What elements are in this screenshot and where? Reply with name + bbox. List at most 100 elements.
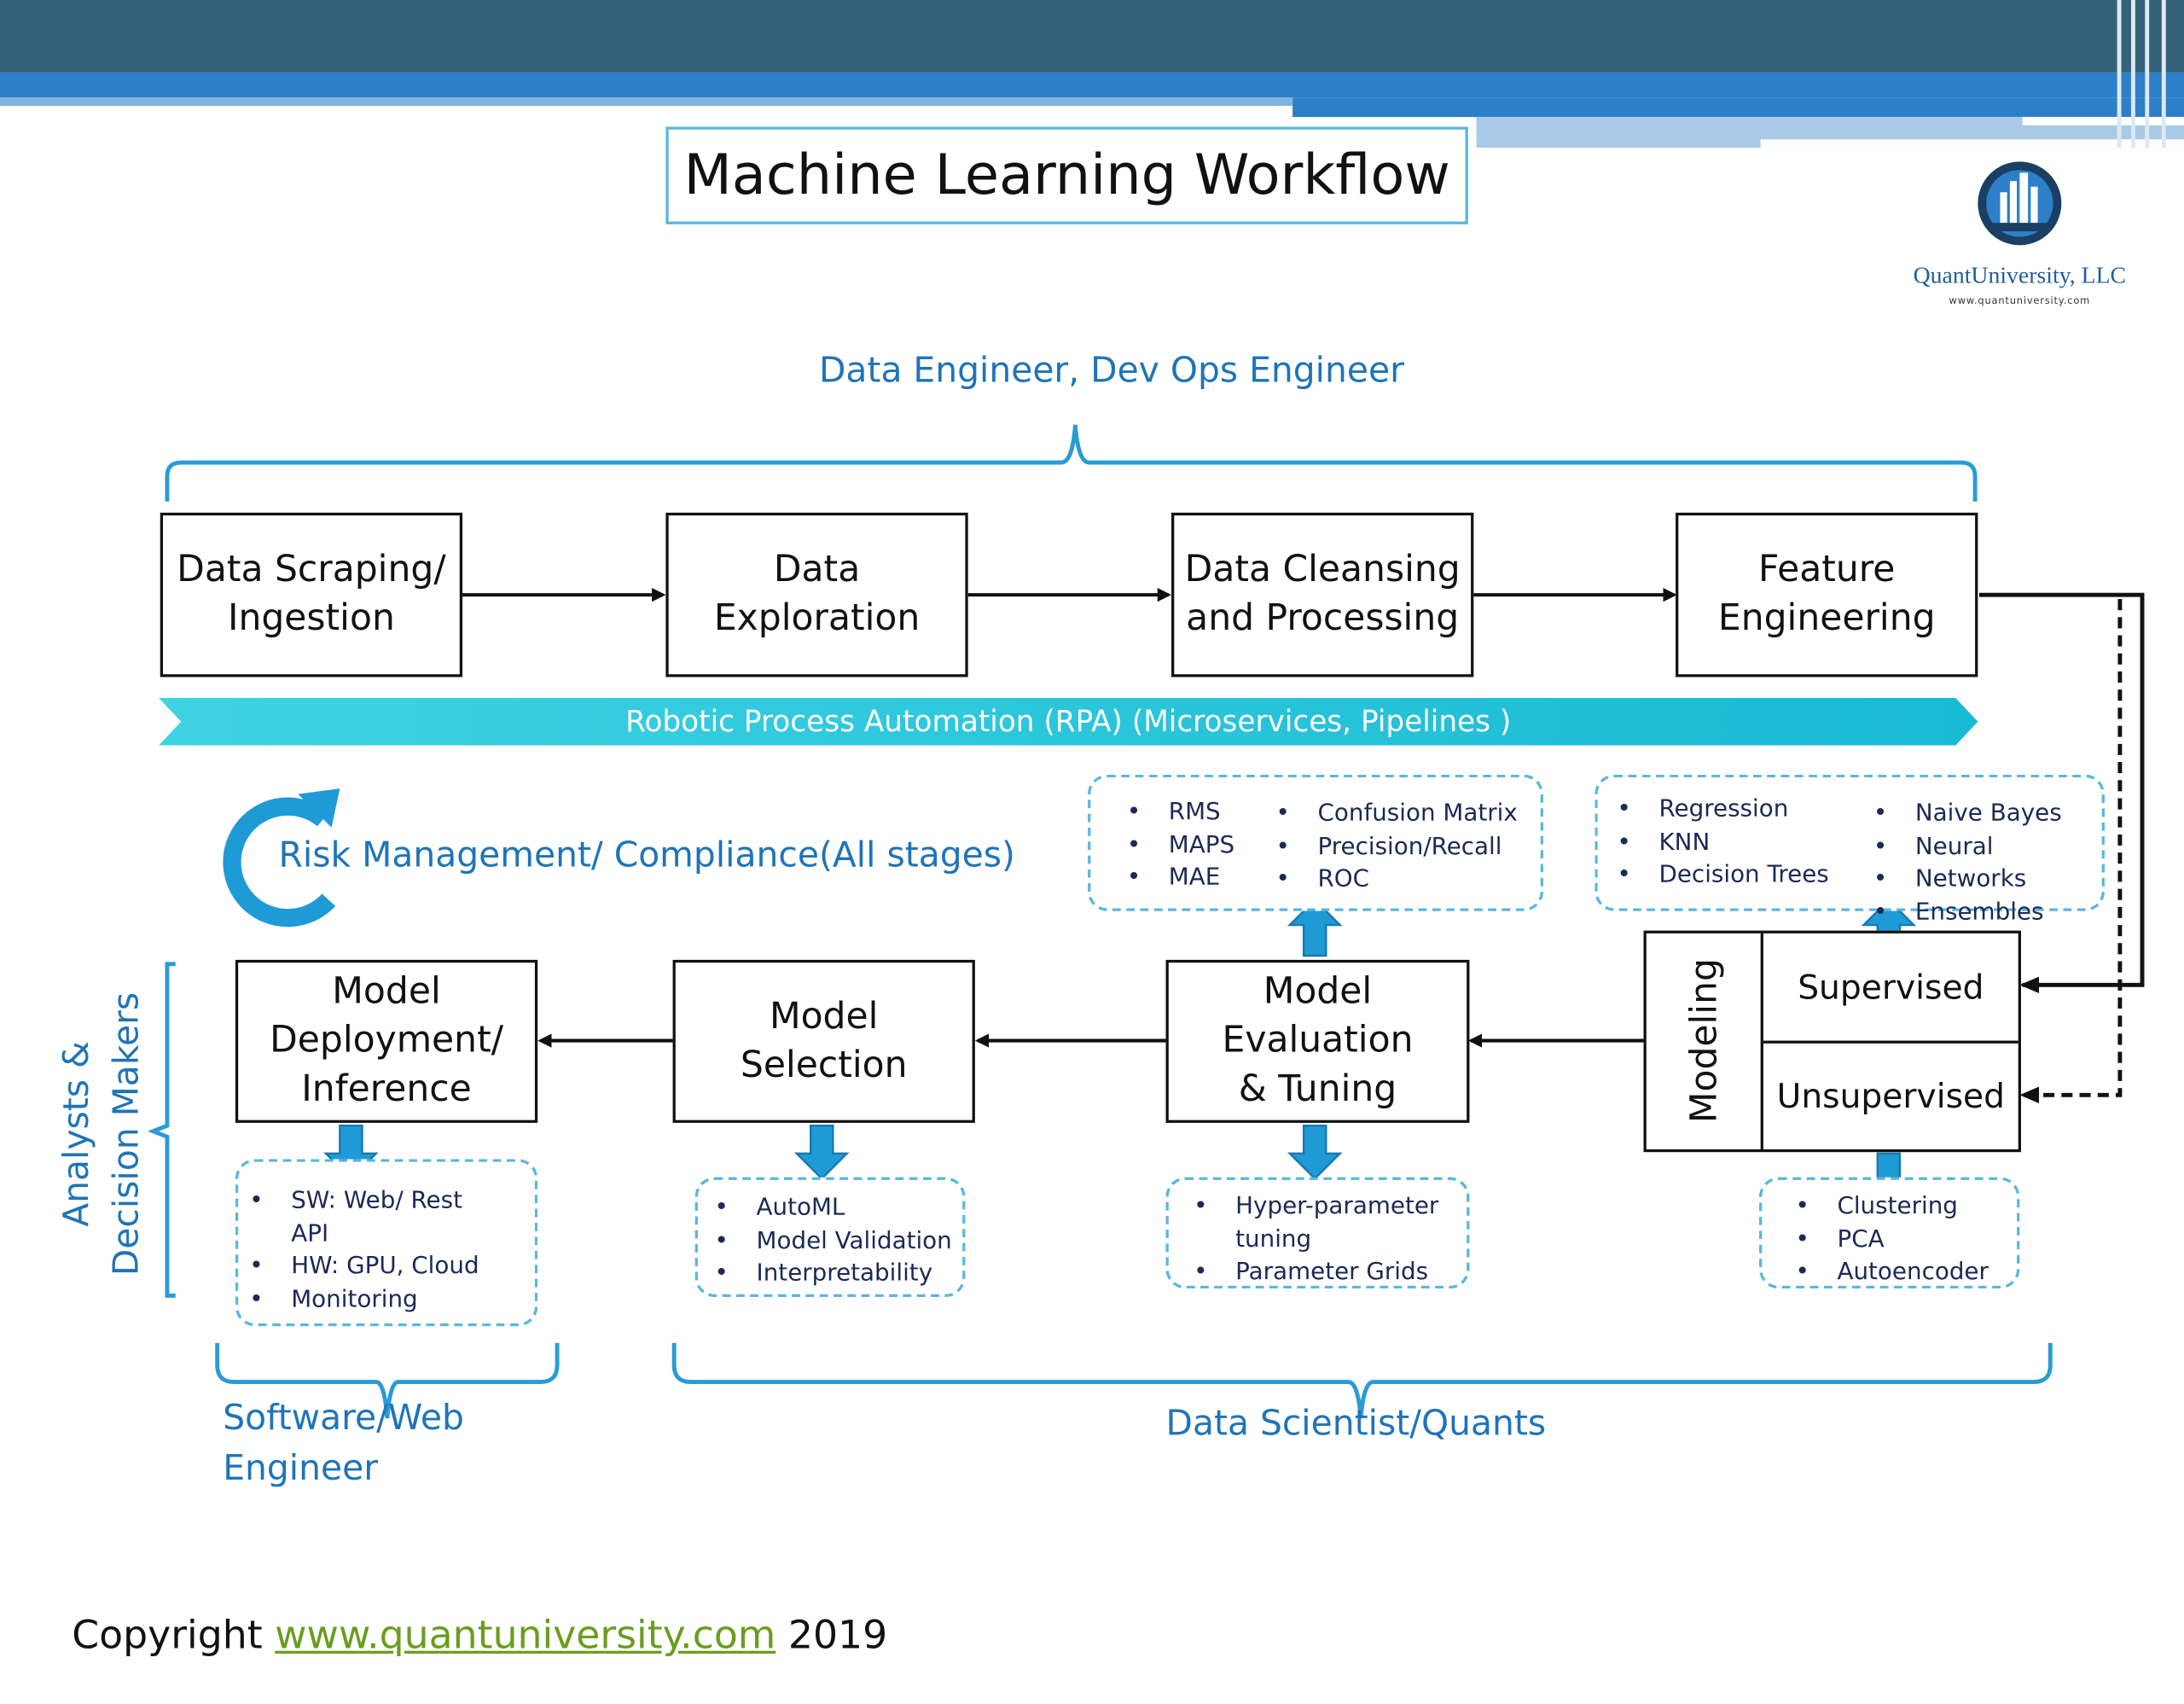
logo-name: QuantUniversity, LLC <box>1913 261 2127 288</box>
step-label-line2: Ingestion <box>227 597 395 640</box>
bottom-right-brace <box>671 1342 2053 1419</box>
list-item: HW: GPU, Cloud <box>249 1251 479 1283</box>
header-line-3 <box>2145 0 2150 148</box>
down-arrow-selection <box>793 1124 850 1180</box>
list-item: API <box>291 1219 329 1248</box>
step-label-line1: Data Cleansing <box>1184 549 1461 591</box>
role-left-line1: Analysts & <box>55 1041 96 1227</box>
list-item: Clustering <box>1795 1191 1988 1224</box>
copyright-link[interactable]: www.quantuniversity.com <box>275 1611 776 1658</box>
step-label-line2: Exploration <box>713 597 921 640</box>
bottom-left-brace <box>215 1342 560 1419</box>
page-title: Machine Learning Workflow <box>683 143 1450 208</box>
copyright-footer: Copyright www.quantuniversity.com 2019 <box>22 1566 887 1704</box>
unsupervised-details-box: Clustering PCA Autoencoder <box>1759 1177 2020 1289</box>
refresh-cycle-icon <box>223 788 340 928</box>
copyright-suffix: 2019 <box>775 1611 888 1658</box>
slide: Machine Learning Workflow QuantUniversit… <box>0 0 2184 1638</box>
step-label-line1: Model <box>1263 970 1373 1013</box>
list-item: PCA <box>1795 1224 1988 1256</box>
metrics-right-list: Confusion Matrix Precision/Recall ROC <box>1276 799 1518 897</box>
step-label-line3: & Tuning <box>1238 1068 1397 1111</box>
logo-url: www.quantuniversity.com <box>1949 295 2091 307</box>
modeling-block: Modeling Supervised Unsupervised <box>1643 930 2021 1153</box>
step-data-scraping: Data Scraping/Ingestion <box>160 512 463 678</box>
supervised-cell: Supervised <box>1763 933 2018 1044</box>
metrics-left-list: RMS MAPS MAE <box>1127 797 1234 895</box>
list-item: Naive Bayes <box>1873 799 2062 831</box>
selection-list: AutoML Model Validation Interpretability <box>715 1193 952 1291</box>
list-item: KNN <box>1618 827 1829 859</box>
step-label-line3: Inference <box>301 1068 472 1111</box>
header-strip-light <box>0 97 1293 107</box>
role-top: Data Engineer, Dev Ops Engineer <box>818 349 1404 391</box>
role-bottom-left-line1: Software/Web <box>223 1397 464 1438</box>
metrics-box: RMS MAPS MAE Confusion Matrix Precision/… <box>1088 774 1543 911</box>
list-item: Precision/Recall <box>1276 831 1518 864</box>
step-label-line1: Data Scraping/ <box>177 549 446 591</box>
list-item: Ensembles <box>1873 897 2062 929</box>
arrow-feature-unsupervised <box>2019 599 2123 1104</box>
unsupervised-list: Clustering PCA Autoencoder <box>1795 1191 1988 1289</box>
top-brace <box>165 424 1978 502</box>
header-bar-blue <box>0 72 2184 98</box>
list-item: MAPS <box>1127 829 1234 862</box>
list-item: RMS <box>1127 797 1234 829</box>
supervised-left-list: Regression KNN Decision Trees <box>1618 794 1829 893</box>
list-item: MAE <box>1127 863 1234 895</box>
left-brace <box>147 962 176 1298</box>
title-box: Machine Learning Workflow <box>665 126 1468 224</box>
header-step-white-2 <box>1760 139 2184 148</box>
rpa-banner-text: Robotic Process Automation (RPA) (Micros… <box>625 705 1512 739</box>
rpa-banner-shape <box>159 697 1978 746</box>
list-item: Neural <box>1873 831 2062 864</box>
role-bottom-right: Data Scientist/Quants <box>1165 1403 1547 1444</box>
arrow-feature-supervised <box>1978 592 2145 994</box>
header-bar-dark <box>0 0 2184 73</box>
header-line-2 <box>2130 0 2135 148</box>
modeling-side: Modeling <box>1647 933 1763 1149</box>
step-label-line1: Feature <box>1758 549 1896 591</box>
list-item: Decision Trees <box>1618 859 1829 892</box>
list-item: Monitoring <box>249 1283 479 1316</box>
role-bottom-left: Software/Web Engineer <box>223 1393 464 1494</box>
list-item: SW: Web/ Rest <box>249 1185 479 1218</box>
supervised-algorithms-box: Regression KNN Decision Trees Naive Baye… <box>1594 774 2105 928</box>
list-item: AutoML <box>715 1193 952 1225</box>
list-item: Parameter Grids <box>1194 1257 1438 1289</box>
tuning-list: Hyper-parameter tuning Parameter Grids <box>1194 1191 1438 1289</box>
down-arrow-tuning <box>1287 1124 1343 1180</box>
role-left: Analysts & Decision Makers <box>51 960 157 1308</box>
header-line-1 <box>2117 0 2122 148</box>
header-step-white <box>2022 117 2184 125</box>
list-item: ROC <box>1276 864 1518 896</box>
unsupervised-label: Unsupervised <box>1776 1077 2005 1116</box>
deployment-details-box: SW: Web/ Rest API HW: GPU, Cloud Monitor… <box>235 1159 538 1327</box>
list-item: Interpretability <box>715 1258 952 1290</box>
supervised-label: Supervised <box>1798 967 1984 1007</box>
step-label-line1: Model <box>332 970 441 1013</box>
header-decoration <box>0 0 2184 1419</box>
deployment-list: SW: Web/ Rest API HW: GPU, Cloud Monitor… <box>249 1185 479 1316</box>
list-item: tuning <box>1235 1224 1312 1253</box>
list-item: Autoencoder <box>1795 1257 1988 1289</box>
list-item: Networks <box>1873 864 2062 896</box>
step-label-line2: Deployment/ <box>270 1020 504 1062</box>
building-logo-icon <box>1978 161 2062 246</box>
step-label-line2: Selection <box>740 1044 908 1086</box>
role-bottom-left-line2: Engineer <box>223 1447 379 1488</box>
tuning-details-box: Hyper-parameter tuning Parameter Grids <box>1165 1177 1470 1289</box>
header-line-4 <box>2161 0 2166 148</box>
modeling-label: Modeling <box>1683 958 1726 1124</box>
copyright-prefix: Copyright <box>72 1611 276 1658</box>
step-label-line1: Model <box>769 995 879 1038</box>
supervised-right-list: Naive Bayes Neural Networks Ensembles <box>1873 799 2062 929</box>
risk-management-label: Risk Management/ Compliance(All stages) <box>278 834 1015 875</box>
list-item: Confusion Matrix <box>1276 799 1518 831</box>
unsupervised-cell: Unsupervised <box>1763 1044 2018 1149</box>
step-label-line2: Engineering <box>1717 597 1936 640</box>
